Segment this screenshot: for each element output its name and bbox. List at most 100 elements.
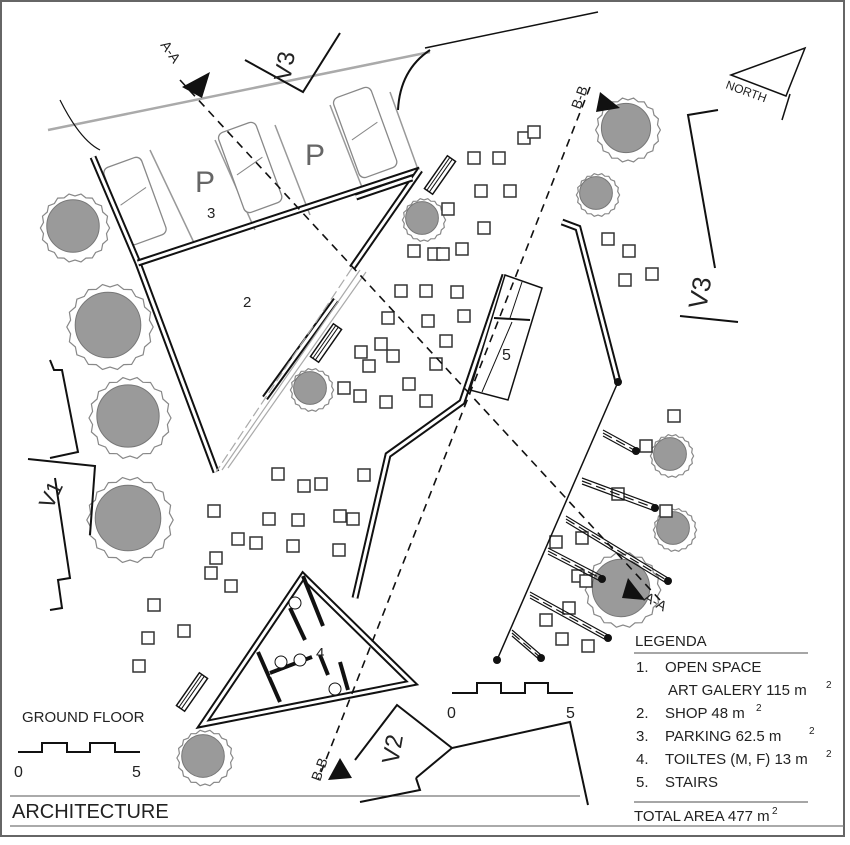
room-label-5: 5 — [502, 347, 511, 364]
paving-tile — [314, 477, 328, 491]
column-icon — [664, 577, 672, 585]
paving-tile — [601, 232, 615, 246]
paving-tile — [271, 467, 285, 481]
paving-tile — [455, 242, 469, 256]
paving-tile — [346, 512, 360, 526]
paving-tile — [618, 273, 632, 287]
paving-tile — [579, 574, 593, 588]
tree-icon — [584, 552, 662, 628]
paving-tile — [353, 389, 367, 403]
paving-tile — [639, 439, 653, 453]
paving-tile — [207, 504, 221, 518]
stairs: 5 — [469, 274, 543, 401]
svg-text:2: 2 — [809, 726, 815, 737]
section-arrow-icon — [328, 758, 352, 780]
column-icon — [632, 447, 640, 455]
paving-tile — [177, 624, 191, 638]
section-label-bb-top: B-B — [568, 84, 591, 111]
trees — [39, 97, 698, 787]
svg-text:SHOP 48 m: SHOP 48 m — [665, 705, 745, 722]
paving-tile — [436, 247, 450, 261]
legend-item: 1. OPEN SPACE ART GALERY 115 m 2 — [636, 659, 832, 699]
tree-icon — [575, 173, 621, 217]
view-marker-v1: V1 — [27, 359, 97, 611]
legend-item: 3. PARKING 62.5 m 2 — [636, 726, 815, 745]
paving-tile — [477, 221, 491, 235]
paving-tile — [209, 551, 223, 565]
paving-tile — [503, 184, 517, 198]
parking-sign-p1: P — [195, 166, 215, 199]
parking-sign-p2: P — [305, 139, 325, 172]
svg-text:V2: V2 — [377, 732, 409, 766]
paving-tile — [132, 659, 146, 673]
paving-tile — [407, 244, 421, 258]
pergola — [493, 378, 672, 664]
paving-tile — [357, 468, 371, 482]
tree-icon — [66, 283, 154, 371]
paving-tile — [402, 377, 416, 391]
paving-tile — [394, 284, 408, 298]
paving-tile — [667, 409, 681, 423]
tree-icon — [289, 368, 335, 412]
paving-tile — [249, 536, 263, 550]
svg-text:2.: 2. — [636, 705, 649, 722]
svg-text:2: 2 — [756, 703, 762, 714]
north-arrow-icon: NORTH — [724, 46, 807, 121]
car-icon — [332, 86, 398, 179]
paving-tile — [492, 151, 506, 165]
scale-bar-left: 0 5 — [14, 742, 141, 781]
paving-tile — [555, 632, 569, 646]
paving-tile — [354, 345, 368, 359]
paving-tile — [262, 512, 276, 526]
svg-text:ART GALERY 115 m: ART GALERY 115 m — [668, 682, 807, 699]
svg-text:OPEN SPACE: OPEN SPACE — [665, 659, 761, 676]
svg-text:2: 2 — [826, 680, 832, 691]
legend-item: 2. SHOP 48 m 2 — [636, 703, 762, 722]
svg-text:4.: 4. — [636, 751, 649, 768]
tree-icon — [86, 476, 174, 564]
paving-tile — [562, 601, 576, 615]
paving-tile — [147, 598, 161, 612]
column-icon — [537, 654, 545, 662]
paving-tile — [386, 349, 400, 363]
paving-tile — [441, 202, 455, 216]
svg-text:V3: V3 — [269, 49, 301, 83]
paving-tiles — [132, 125, 681, 673]
legend-item: 4. TOILTES (M, F) 13 m 2 — [636, 749, 832, 768]
tree-icon — [594, 97, 662, 163]
svg-text:0: 0 — [14, 764, 23, 781]
paving-tile — [291, 513, 305, 527]
car-icon — [217, 121, 283, 214]
galery-walls — [351, 218, 622, 599]
paving-tile — [297, 479, 311, 493]
column-icon — [598, 575, 606, 583]
bench-icon — [423, 154, 457, 196]
tree-icon — [39, 193, 111, 263]
paving-tile — [379, 395, 393, 409]
paving-tile — [362, 359, 376, 373]
paving-tile — [450, 285, 464, 299]
shop-building: 2 — [89, 155, 423, 474]
scale-bar-right: 0 5 — [447, 682, 575, 722]
paving-tile — [421, 314, 435, 328]
paving-tile — [527, 125, 541, 139]
section-label-aa-top: A-A — [158, 38, 185, 67]
paving-tile — [419, 394, 433, 408]
paving-tile — [224, 579, 238, 593]
tree-icon — [176, 729, 234, 787]
svg-text:5: 5 — [132, 764, 141, 781]
svg-text:5.: 5. — [636, 774, 649, 791]
legend-total: TOTAL AREA 477 m — [634, 808, 770, 825]
legend-title: LEGENDA — [635, 633, 707, 650]
drawing-title: ARCHITECTURE — [12, 801, 169, 823]
paving-tile — [374, 337, 388, 351]
paving-tile — [622, 244, 636, 258]
svg-text:3.: 3. — [636, 728, 649, 745]
svg-text:2: 2 — [826, 749, 832, 760]
svg-text:STAIRS: STAIRS — [665, 774, 718, 791]
svg-text:V3: V3 — [682, 275, 717, 312]
svg-text:5: 5 — [566, 705, 575, 722]
paving-tile — [549, 535, 563, 549]
